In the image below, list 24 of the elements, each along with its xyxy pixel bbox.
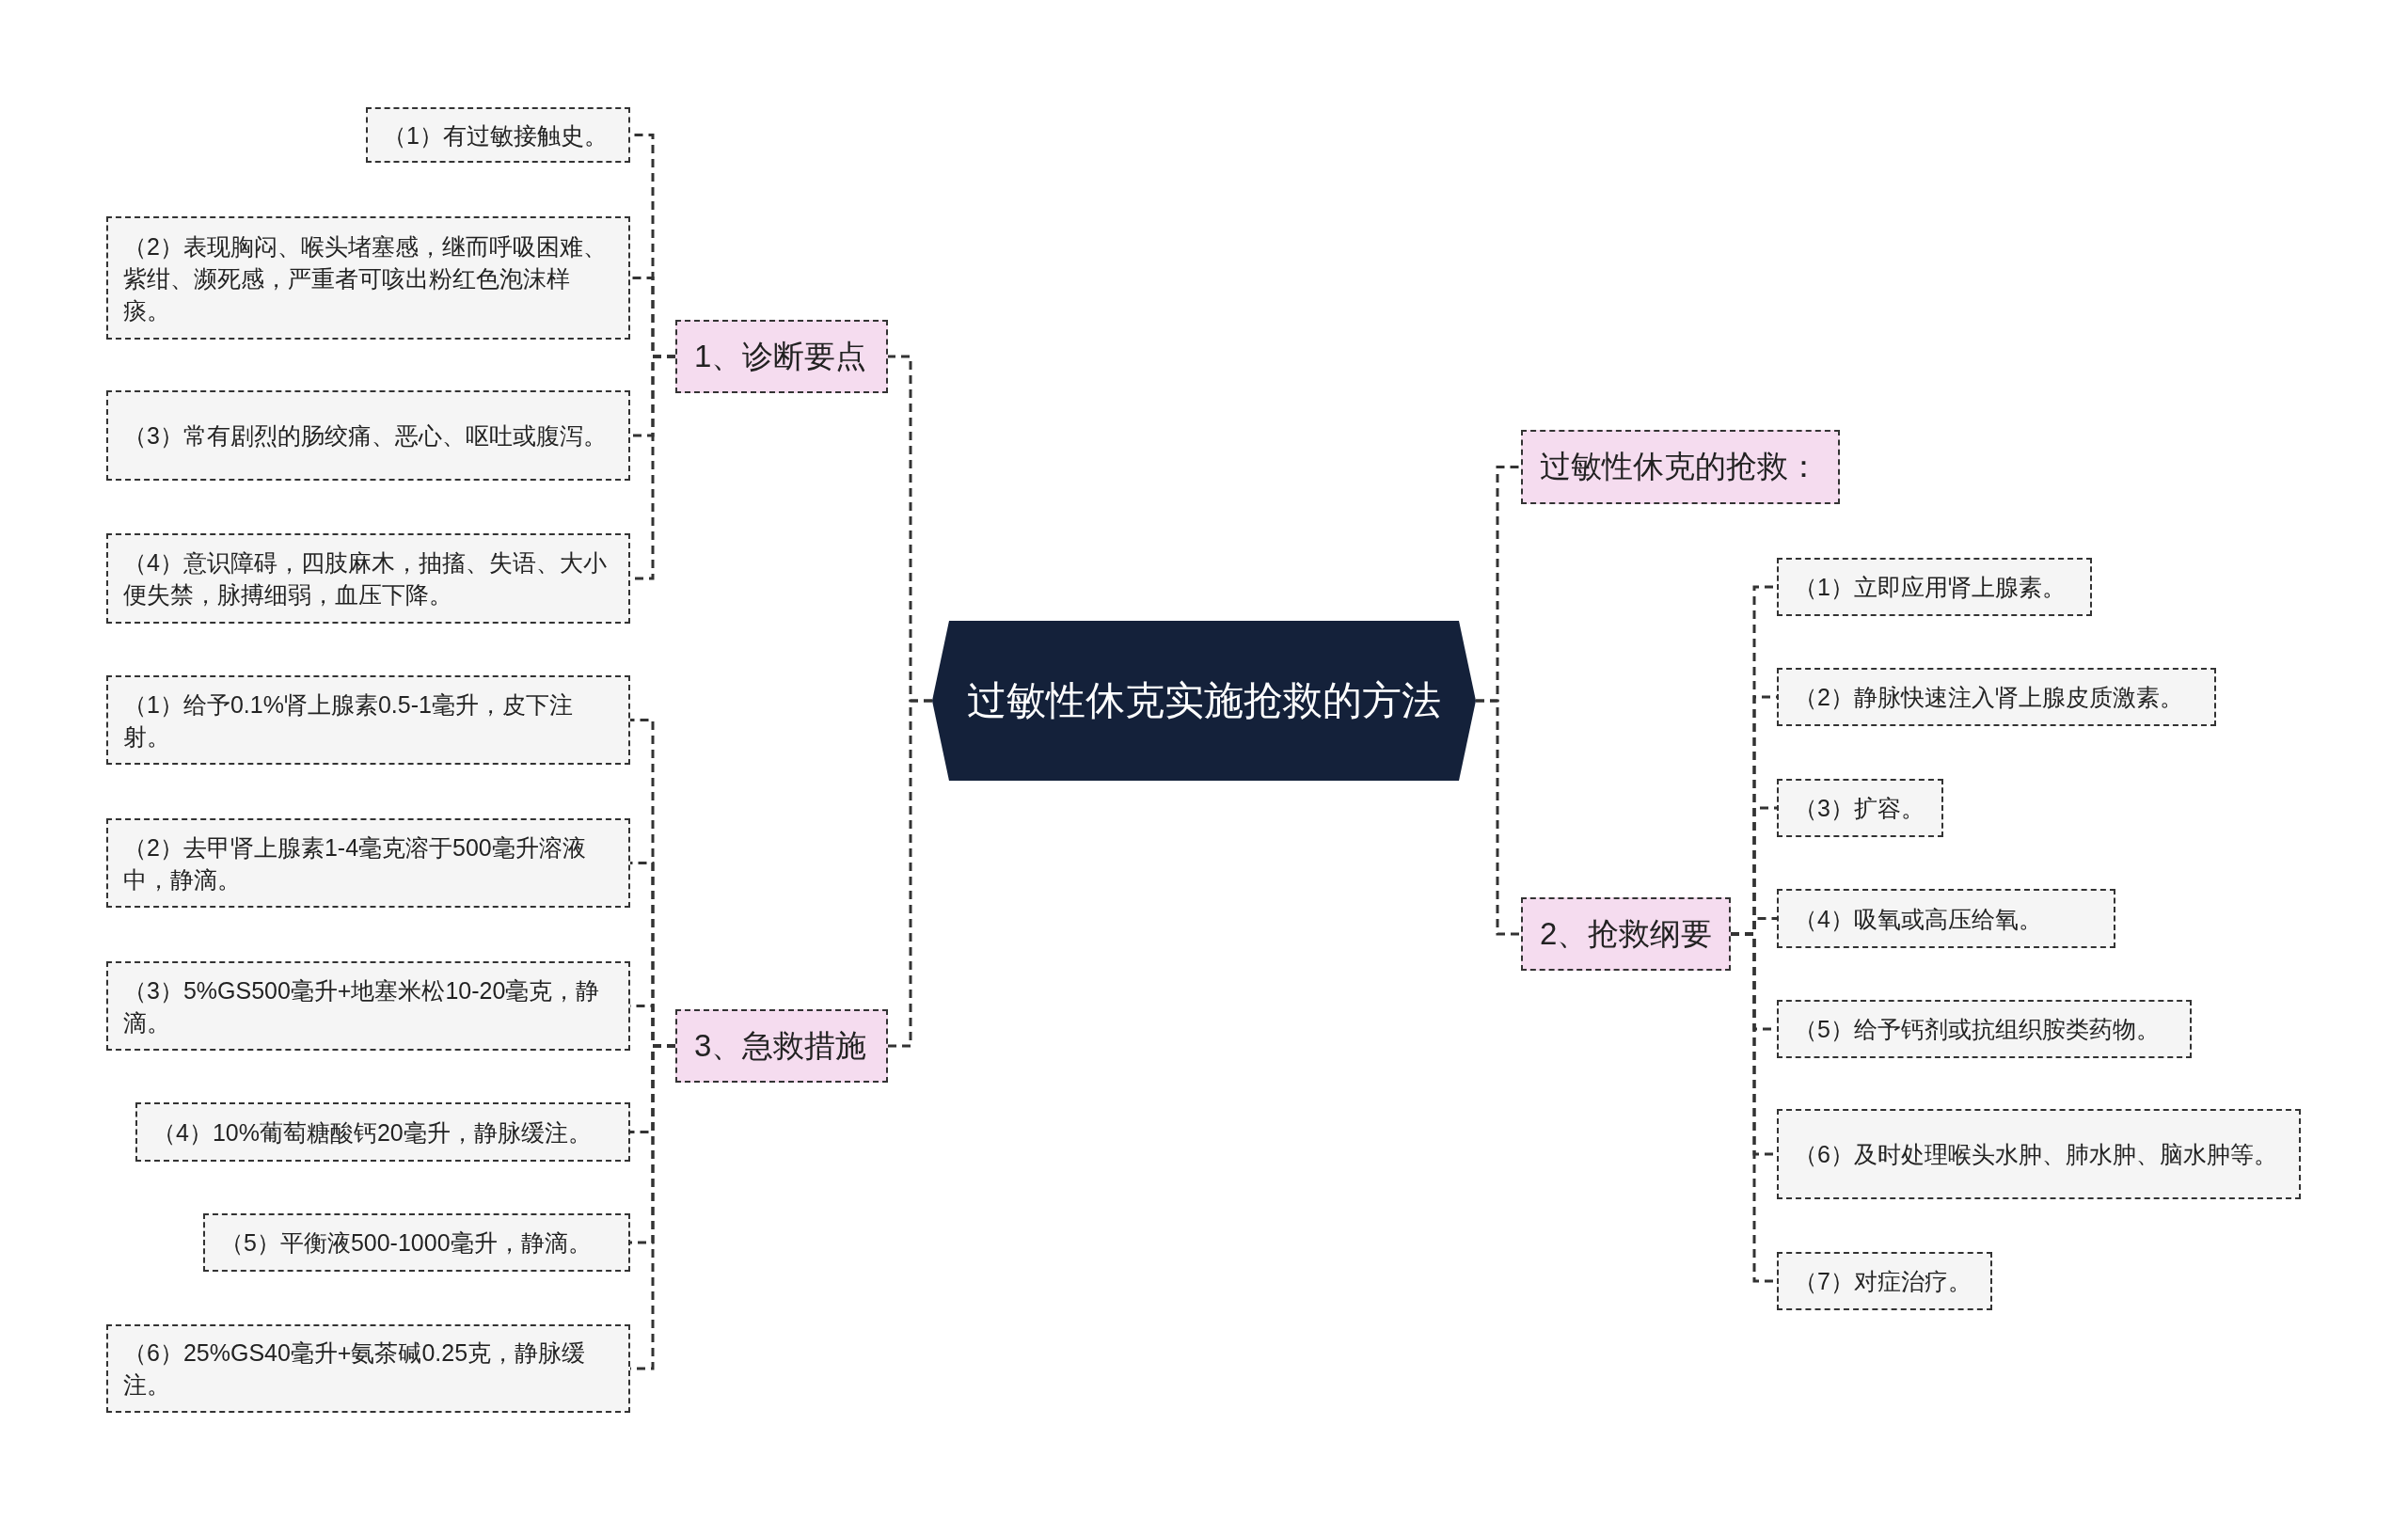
subtopic-box: （3）5%GS500毫升+地塞米松10-20毫克，静滴。 — [106, 961, 630, 1051]
subtopic-box: （1）有过敏接触史。 — [366, 107, 630, 163]
subtopic-box: （1）给予0.1%肾上腺素0.5-1毫升，皮下注射。 — [106, 675, 630, 765]
subtopic-box: （4）吸氧或高压给氧。 — [1777, 889, 2115, 948]
subtopic-box: （6）25%GS40毫升+氨茶碱0.25克，静脉缓注。 — [106, 1324, 630, 1413]
root-topic-box: 过敏性休克实施抢救的方法 — [932, 621, 1476, 781]
subtopic-box: （6）及时处理喉头水肿、肺水肿、脑水肿等。 — [1777, 1109, 2301, 1199]
subtopic-box: （3）扩容。 — [1777, 779, 1943, 837]
subtopic-box: （2）去甲肾上腺素1-4毫克溶于500毫升溶液中，静滴。 — [106, 818, 630, 908]
subtopic-box: （4）10%葡萄糖酸钙20毫升，静脉缓注。 — [135, 1102, 630, 1162]
topic-box: 过敏性休克的抢救： — [1521, 430, 1840, 504]
connector-line — [1476, 699, 1521, 936]
topic-box: 2、抢救纲要 — [1521, 897, 1731, 971]
subtopic-box: （5）给予钙剂或抗组织胺类药物。 — [1777, 1000, 2192, 1058]
subtopic-box: （7）对症治疗。 — [1777, 1252, 1992, 1310]
subtopic-box: （1）立即应用肾上腺素。 — [1777, 558, 2092, 616]
topic-box: 3、急救措施 — [675, 1009, 888, 1083]
subtopic-box: （4）意识障碍，四肢麻木，抽搐、失语、大小便失禁，脉搏细弱，血压下降。 — [106, 533, 630, 624]
topic-box: 1、诊断要点 — [675, 320, 888, 393]
subtopic-box: （2）静脉快速注入肾上腺皮质激素。 — [1777, 668, 2216, 726]
subtopic-box: （5）平衡液500-1000毫升，静滴。 — [203, 1213, 630, 1272]
subtopic-box: （2）表现胸闷、喉头堵塞感，继而呼吸困难、紫绀、濒死感，严重者可咳出粉红色泡沫样痰。 — [106, 216, 630, 340]
subtopic-box: （3）常有剧烈的肠绞痛、恶心、呕吐或腹泻。 — [106, 390, 630, 481]
connector-line — [888, 699, 932, 1048]
